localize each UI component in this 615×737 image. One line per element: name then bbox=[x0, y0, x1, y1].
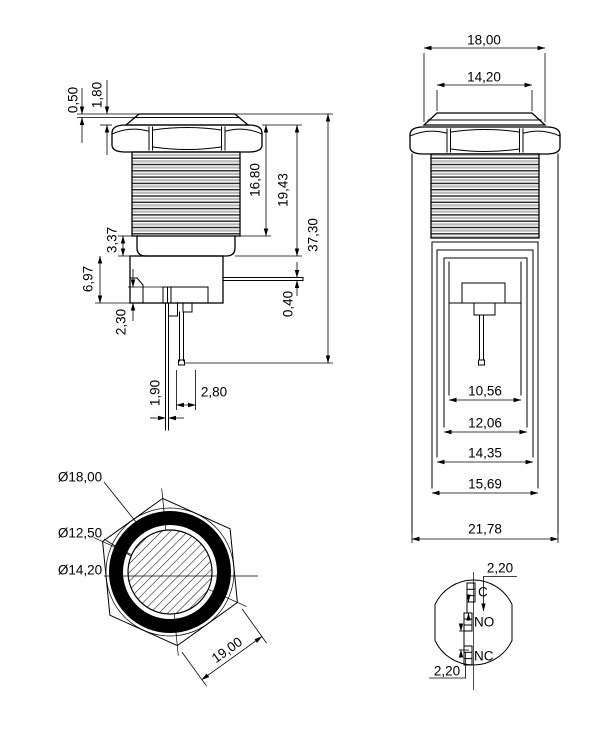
side-view-left: 0,50 1,80 16,80 19,43 37,30 3,37 6,97 2,… bbox=[66, 80, 333, 431]
dim-inner-1: 10,56 bbox=[468, 384, 502, 399]
base-housing bbox=[129, 255, 224, 304]
terminal-block bbox=[162, 286, 209, 304]
terminal-label-c: C bbox=[478, 585, 488, 600]
hex-chamfer-circle bbox=[105, 507, 235, 637]
dim-thread-length: 16,80 bbox=[248, 163, 263, 197]
terminal-nc bbox=[463, 645, 473, 666]
dim-pin-pitch: 2,80 bbox=[201, 385, 227, 400]
cap-outline bbox=[124, 113, 250, 126]
dim-cap-height: 1,80 bbox=[90, 82, 105, 108]
front-view: Ø18,00 Ø12,50 Ø14,20 19,00 bbox=[58, 470, 267, 687]
neck-outline bbox=[136, 235, 236, 257]
thread-section-right bbox=[430, 153, 540, 239]
dim-bezel-diameter: Ø18,00 bbox=[58, 470, 102, 485]
terminal-label-nc: NC bbox=[474, 649, 494, 664]
rear-body-outline bbox=[434, 579, 513, 666]
dim-total-height: 37,30 bbox=[306, 218, 321, 252]
dim-cap-lip: 0,50 bbox=[66, 87, 81, 113]
dim-washer-thickness: 0,40 bbox=[281, 291, 296, 317]
bezel-ring bbox=[109, 511, 231, 633]
dim-neck-height: 3,37 bbox=[105, 227, 120, 253]
dim-ring-diameter: Ø14,20 bbox=[58, 563, 102, 578]
dim-inner-3: 14,35 bbox=[468, 446, 502, 461]
dim-washer-od: 21,78 bbox=[468, 522, 502, 537]
thread-section bbox=[131, 151, 241, 237]
dim-inner-2: 12,06 bbox=[468, 416, 502, 431]
hex-nut-outline-right bbox=[409, 126, 561, 155]
dim-pin-width: 1,90 bbox=[148, 380, 163, 406]
cap-outline-right bbox=[422, 112, 547, 126]
dim-cap-top: 14,20 bbox=[467, 70, 501, 85]
dim-terminal-pitch-top: 2,20 bbox=[487, 561, 513, 576]
rear-view: 2,20 2,20 C NO NC bbox=[429, 561, 517, 690]
center-pin-right bbox=[478, 359, 485, 366]
terminal-block-right bbox=[461, 282, 506, 304]
terminal-label-no: NO bbox=[474, 615, 494, 630]
hex-nut-outline bbox=[111, 124, 263, 153]
side-view-right: 18,00 14,20 10,56 12,06 14,35 15,69 21,7… bbox=[409, 33, 561, 543]
dim-cap-outer: 18,00 bbox=[467, 33, 501, 48]
dim-terminal-block: 2,30 bbox=[114, 309, 129, 335]
dim-upper-height: 19,43 bbox=[276, 173, 291, 207]
button-face bbox=[127, 529, 213, 615]
dim-terminal-pitch-bottom: 2,20 bbox=[434, 664, 460, 679]
dim-base-height: 6,97 bbox=[81, 266, 96, 292]
terminal-c bbox=[466, 582, 476, 603]
terminal-no bbox=[463, 612, 473, 632]
dim-sleeve: 15,69 bbox=[468, 477, 502, 492]
dim-button-diameter: Ø12,50 bbox=[58, 526, 102, 541]
